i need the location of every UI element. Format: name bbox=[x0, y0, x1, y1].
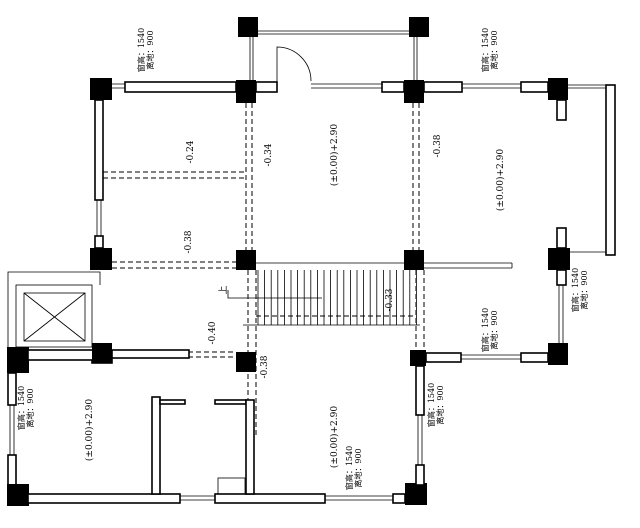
staircase bbox=[227, 262, 513, 326]
level-label: -0.38 bbox=[184, 230, 194, 253]
toilet bbox=[217, 477, 246, 495]
floor-level-label: (±0.00)+2.90 bbox=[495, 149, 506, 211]
level-label: -0.33 bbox=[385, 288, 395, 311]
window-height-label: 窗高：1540 bbox=[480, 308, 490, 352]
door-swing bbox=[276, 46, 312, 92]
level-label: -0.24 bbox=[186, 140, 196, 163]
sill-height-label: 离地：900 bbox=[435, 385, 445, 424]
sill-height-label: 离地：900 bbox=[353, 448, 363, 487]
sill-height-label: 离地：900 bbox=[145, 30, 155, 69]
lower-walls bbox=[7, 365, 427, 506]
level-label: -0.38 bbox=[260, 355, 270, 378]
level-label: -0.38 bbox=[433, 134, 443, 157]
window-height-label: 窗高：1540 bbox=[16, 386, 26, 430]
floor-level-label: (±0.00)+2.90 bbox=[329, 124, 340, 186]
level-label: -0.40 bbox=[208, 321, 218, 344]
sill-height-label: 离地：900 bbox=[579, 270, 589, 309]
middle-wall bbox=[7, 343, 549, 373]
sill-height-label: 离地：900 bbox=[489, 30, 499, 69]
sill-height-label: 离地：900 bbox=[489, 310, 499, 349]
sill-height-label: 离地：900 bbox=[25, 388, 35, 427]
floor-level-label: (±0.00)+2.90 bbox=[84, 399, 95, 461]
window-height-label: 窗高：1540 bbox=[136, 28, 146, 72]
top-wall bbox=[90, 46, 568, 103]
right-porch bbox=[548, 84, 616, 365]
stair-up-label: 上 bbox=[218, 285, 229, 294]
left-upper-wall bbox=[90, 99, 424, 270]
window-height-label: 窗高：1540 bbox=[480, 28, 490, 72]
window-height-label: 窗高：1540 bbox=[426, 383, 436, 427]
window-height-label: 窗高：1540 bbox=[344, 446, 354, 490]
top-porch bbox=[238, 17, 429, 82]
window-height-label: 窗高：1540 bbox=[570, 268, 580, 312]
level-annotations: (±0.00)+2.90 (±0.00)+2.90 (±0.00)+2.90 (… bbox=[84, 124, 506, 468]
level-label: -0.34 bbox=[264, 143, 274, 166]
floor-level-label: (±0.00)+2.90 bbox=[329, 406, 340, 468]
